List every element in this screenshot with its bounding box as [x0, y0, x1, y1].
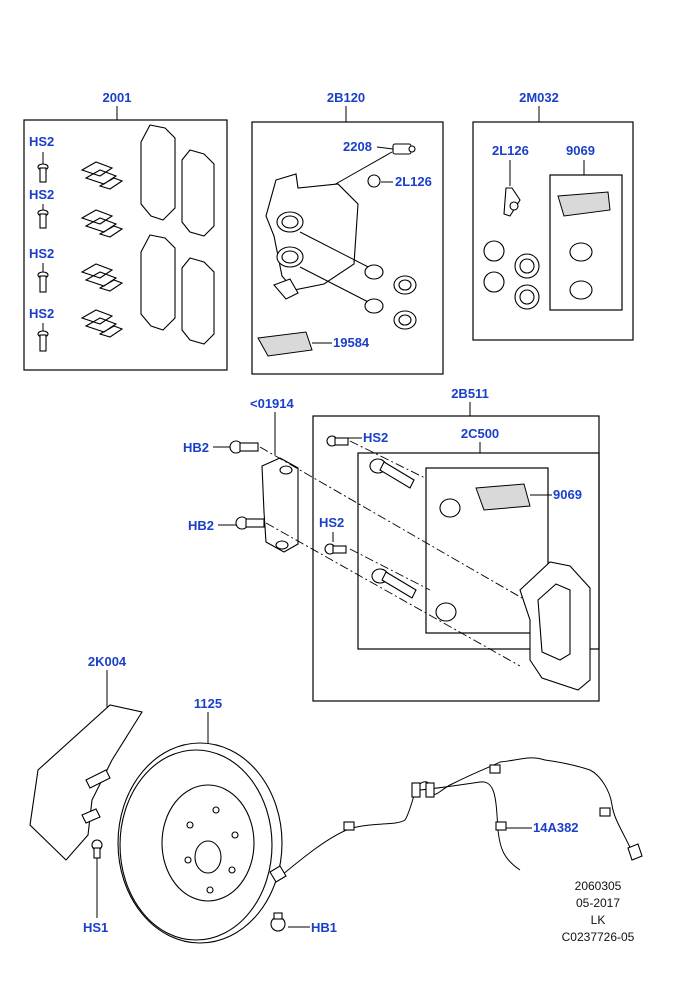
label-2l126[interactable]: 2L126: [395, 174, 432, 189]
label-hs2[interactable]: HS2: [29, 246, 54, 261]
label-2001[interactable]: 2001: [103, 90, 132, 105]
box-9069: [425, 467, 549, 634]
splash-shield-icon: [29, 704, 143, 861]
label-2c500[interactable]: 2C500: [461, 426, 499, 441]
guide-pin-icon: [371, 568, 417, 599]
group-2k004: 2K004 HS1: [29, 654, 143, 935]
grease-sachet-icon: [257, 331, 313, 357]
grease-sachet-icon: [557, 191, 611, 217]
group-2b511: 2B511 HS2 HS2 2C500 9069: [312, 386, 600, 702]
box-2001: [23, 119, 228, 371]
bolt-icon: [235, 516, 265, 530]
wear-sensor-icon: [269, 757, 643, 883]
label-9069[interactable]: 9069: [553, 487, 582, 502]
label-2b120[interactable]: 2B120: [327, 90, 365, 105]
bracket-plate-icon: [261, 457, 299, 553]
bolt-icon: [37, 330, 49, 352]
group-2b120: 2B120 2208 2L126: [251, 90, 444, 375]
label-2k004[interactable]: 2K004: [88, 654, 127, 669]
clip-icon: [80, 309, 124, 338]
label-hs2[interactable]: HS2: [29, 134, 54, 149]
label-hb2[interactable]: HB2: [183, 440, 209, 455]
bolt-icon: [37, 163, 49, 183]
meta-reference: C0237726-05: [562, 930, 635, 944]
bolt-icon: [91, 839, 103, 859]
grease-sachet-icon: [475, 483, 531, 511]
bleed-screw-icon: [392, 143, 416, 155]
label-19584[interactable]: 19584: [333, 335, 370, 350]
document-info: 2060305 05-2017 LK C0237726-05: [562, 879, 635, 944]
meta-initials: LK: [591, 913, 606, 927]
bolt-icon: [326, 435, 349, 447]
label-hs2[interactable]: HS2: [29, 306, 54, 321]
label-hs2[interactable]: HS2: [29, 187, 54, 202]
box-2m032: [472, 121, 634, 341]
assembly-lines: [259, 440, 523, 667]
label-hb1[interactable]: HB1: [311, 920, 337, 935]
brake-pad-icon: [140, 124, 215, 345]
label-hs2[interactable]: HS2: [363, 430, 388, 445]
label-2b511[interactable]: 2B511: [451, 386, 489, 401]
group-14a382: 14A382: [269, 757, 643, 883]
bolt-icon: [229, 440, 259, 454]
label-01914[interactable]: <01914: [250, 396, 295, 411]
bolt-icon: [324, 543, 347, 555]
screw-icon: [270, 912, 286, 932]
label-hs1[interactable]: HS1: [83, 920, 108, 935]
group-1125: 1125 HB1: [117, 696, 337, 944]
label-hs2[interactable]: HS2: [319, 515, 344, 530]
box-9069: [549, 174, 623, 311]
guide-pin-icon: [369, 458, 415, 489]
clip-icon: [80, 209, 124, 238]
clip-icon: [80, 161, 124, 190]
bolt-icon: [37, 209, 49, 229]
boot-icon: [569, 242, 593, 300]
brake-disc-icon: [117, 742, 283, 944]
meta-date: 05-2017: [576, 896, 620, 910]
caliper-carrier-icon: [519, 561, 591, 691]
seal-ring-icon: [364, 264, 417, 330]
group-01914: <01914 HB2 HB2: [183, 396, 299, 553]
label-2l126[interactable]: 2L126: [492, 143, 529, 158]
clip-icon: [80, 263, 124, 292]
seal-ring-icon: [483, 240, 540, 310]
meta-code: 2060305: [575, 879, 622, 893]
label-9069[interactable]: 9069: [566, 143, 595, 158]
group-2m032: 2M032 2L126 9069: [472, 90, 634, 341]
cap-icon: [503, 187, 521, 217]
box-2b120: [251, 121, 444, 375]
boot-icon: [435, 498, 461, 622]
label-2208[interactable]: 2208: [343, 139, 372, 154]
label-2m032[interactable]: 2M032: [519, 90, 559, 105]
label-hb2[interactable]: HB2: [188, 518, 214, 533]
label-14a382[interactable]: 14A382: [533, 820, 579, 835]
label-1125[interactable]: 1125: [194, 696, 222, 711]
group-2001: 2001 HS2 HS2 HS2 HS2: [23, 90, 228, 371]
box-2c500: [357, 452, 600, 650]
caliper-body-icon: [265, 173, 359, 300]
bolt-icon: [37, 271, 49, 293]
cap-icon: [367, 174, 381, 188]
